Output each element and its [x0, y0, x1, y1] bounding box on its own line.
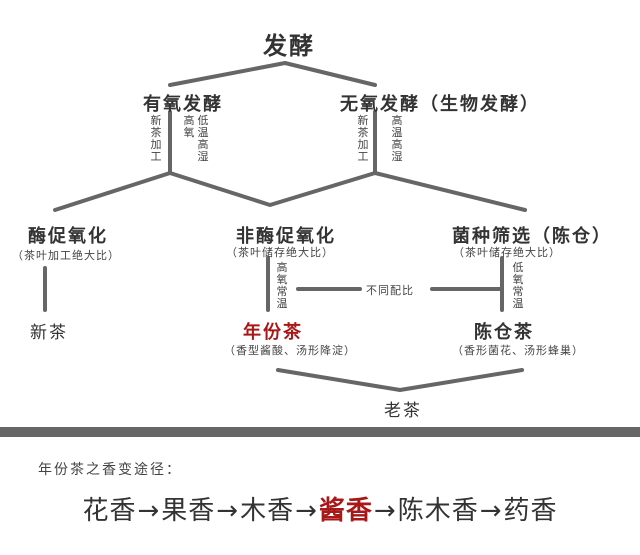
- root-branch-line: [168, 61, 377, 87]
- strain-node: 菌种筛选（陈仓）: [452, 226, 612, 247]
- aroma-step: 药香: [503, 496, 558, 526]
- vintage-tea-node: 年份茶: [243, 322, 303, 343]
- aerobic-right-label2: 低温高湿: [197, 114, 209, 163]
- vintage-note: （香型酱酸、汤形降淀）: [224, 344, 356, 357]
- anaerobic-label2: 高温高湿: [391, 114, 403, 163]
- aerobic-node: 有氧发酵: [143, 94, 223, 115]
- section-divider: [0, 427, 640, 437]
- enzymatic-note: （茶叶加工绝大比）: [12, 249, 120, 262]
- nonenzymatic-node: 非酶促氧化: [236, 226, 336, 247]
- cellar-tea-node: 陈仓茶: [474, 322, 534, 343]
- arrow-icon: →: [479, 496, 503, 526]
- anaerobic-node: 无氧发酵（生物发酵）: [340, 94, 540, 115]
- nonenzymatic-note: （茶叶储存绝大比）: [226, 246, 334, 259]
- cellar-note: （香形菌花、汤形蜂巢）: [452, 344, 584, 357]
- aroma-step: 陈木香: [397, 496, 479, 526]
- arrow-icon: →: [373, 496, 397, 526]
- aroma-path-title: 年份茶之香变途径：: [38, 462, 182, 478]
- arrow-icon: →: [295, 496, 318, 526]
- arrow-icon: →: [216, 496, 240, 526]
- new-tea-node: 新茶: [30, 323, 68, 343]
- aroma-step-highlight: 酱香: [318, 496, 373, 526]
- middle-branch-line: [53, 171, 527, 212]
- aerobic-left-label: 新茶加工: [150, 114, 162, 163]
- strain-condition-label: 低氧常温: [512, 261, 524, 310]
- aroma-chain: 花香→果香→木香→酱香→陈木香→药香: [0, 490, 640, 527]
- anaerobic-label1: 新茶加工: [357, 114, 369, 163]
- aroma-step: 花香: [82, 496, 137, 526]
- aroma-step: 木香: [240, 496, 295, 526]
- root-node: 发酵: [263, 32, 315, 60]
- aroma-step: 果香: [161, 496, 216, 526]
- enzymatic-node: 酶促氧化: [28, 226, 108, 247]
- strain-note: （茶叶储存绝大比）: [453, 246, 561, 259]
- nonenzymatic-condition-label: 高氧常温: [276, 261, 288, 310]
- ratio-label: 不同配比: [366, 284, 414, 297]
- old-tea-node: 老茶: [384, 401, 422, 421]
- arrow-icon: →: [137, 496, 161, 526]
- old-tea-branch-line: [276, 368, 524, 392]
- aerobic-right-label1: 高氧: [183, 114, 195, 139]
